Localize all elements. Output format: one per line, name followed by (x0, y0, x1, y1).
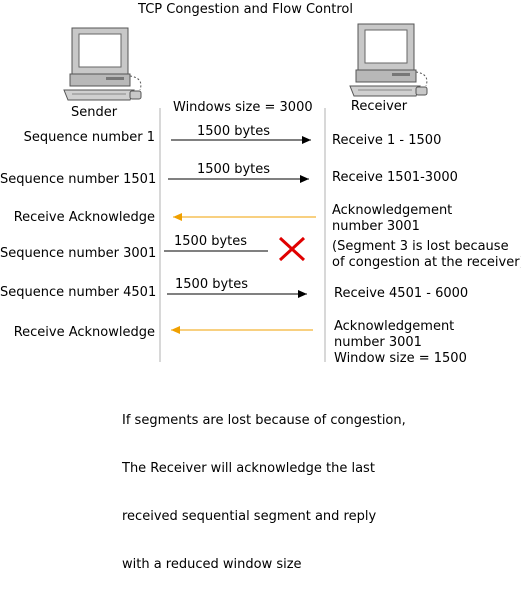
diagram-graphics (63, 23, 428, 362)
note-line: The Receiver will acknowledge the last (122, 461, 375, 476)
segment-arrow (167, 290, 307, 298)
diagram-title: TCP Congestion and Flow Control (138, 2, 353, 17)
receiver-event-label: Acknowledgement (332, 203, 453, 218)
note-line: with a reduced window size (122, 557, 302, 572)
receiver-event-label: number 3001 (332, 219, 420, 234)
receiver-event-label: of congestion at the receiver) (332, 255, 521, 270)
sender-event-label: Sequence number 4501 (0, 285, 157, 300)
receiver-event-label: Acknowledgement (334, 319, 455, 334)
window-size-label: Windows size = 3000 (173, 100, 313, 115)
segment-arrow (171, 136, 311, 144)
receiver-label: Receiver (350, 99, 408, 114)
receiver-event-label: Window size = 1500 (334, 351, 467, 366)
note-line: If segments are lost because of congesti… (122, 413, 406, 428)
receiver-event-label: Receive 4501 - 6000 (334, 286, 469, 301)
sender-event-label: Sequence number 1 (23, 130, 155, 145)
sender-event-label: Receive Acknowledge (13, 210, 155, 225)
receiver-event-label: (Segment 3 is lost because (332, 239, 509, 254)
segment-bytes-label: 1500 bytes (197, 124, 271, 139)
ack-arrow (171, 326, 313, 334)
note-line: received sequential segment and reply (122, 509, 377, 524)
sender-label: Sender (70, 105, 118, 120)
diagram-canvas: TCP Congestion and Flow Control (0, 2, 521, 572)
receiver-event-label: Receive 1501-3000 (332, 170, 458, 185)
explanation-note: If segments are lost because of congesti… (122, 381, 406, 605)
lost-x-icon (278, 236, 306, 262)
segment-bytes-label: 1500 bytes (197, 162, 271, 177)
sender-event-label: Sequence number 3001 (0, 246, 157, 261)
sender-event-label: Sequence number 1501 (0, 172, 157, 187)
computer-icon (63, 27, 142, 101)
sender-event-label: Receive Acknowledge (13, 325, 155, 340)
segment-arrow (168, 175, 309, 183)
segment-bytes-label: 1500 bytes (174, 234, 248, 249)
segment-bytes-label: 1500 bytes (175, 277, 249, 292)
receiver-event-label: number 3001 (334, 335, 422, 350)
ack-arrow (173, 213, 316, 221)
receiver-event-label: Receive 1 - 1500 (332, 133, 442, 148)
computer-icon (349, 23, 428, 97)
